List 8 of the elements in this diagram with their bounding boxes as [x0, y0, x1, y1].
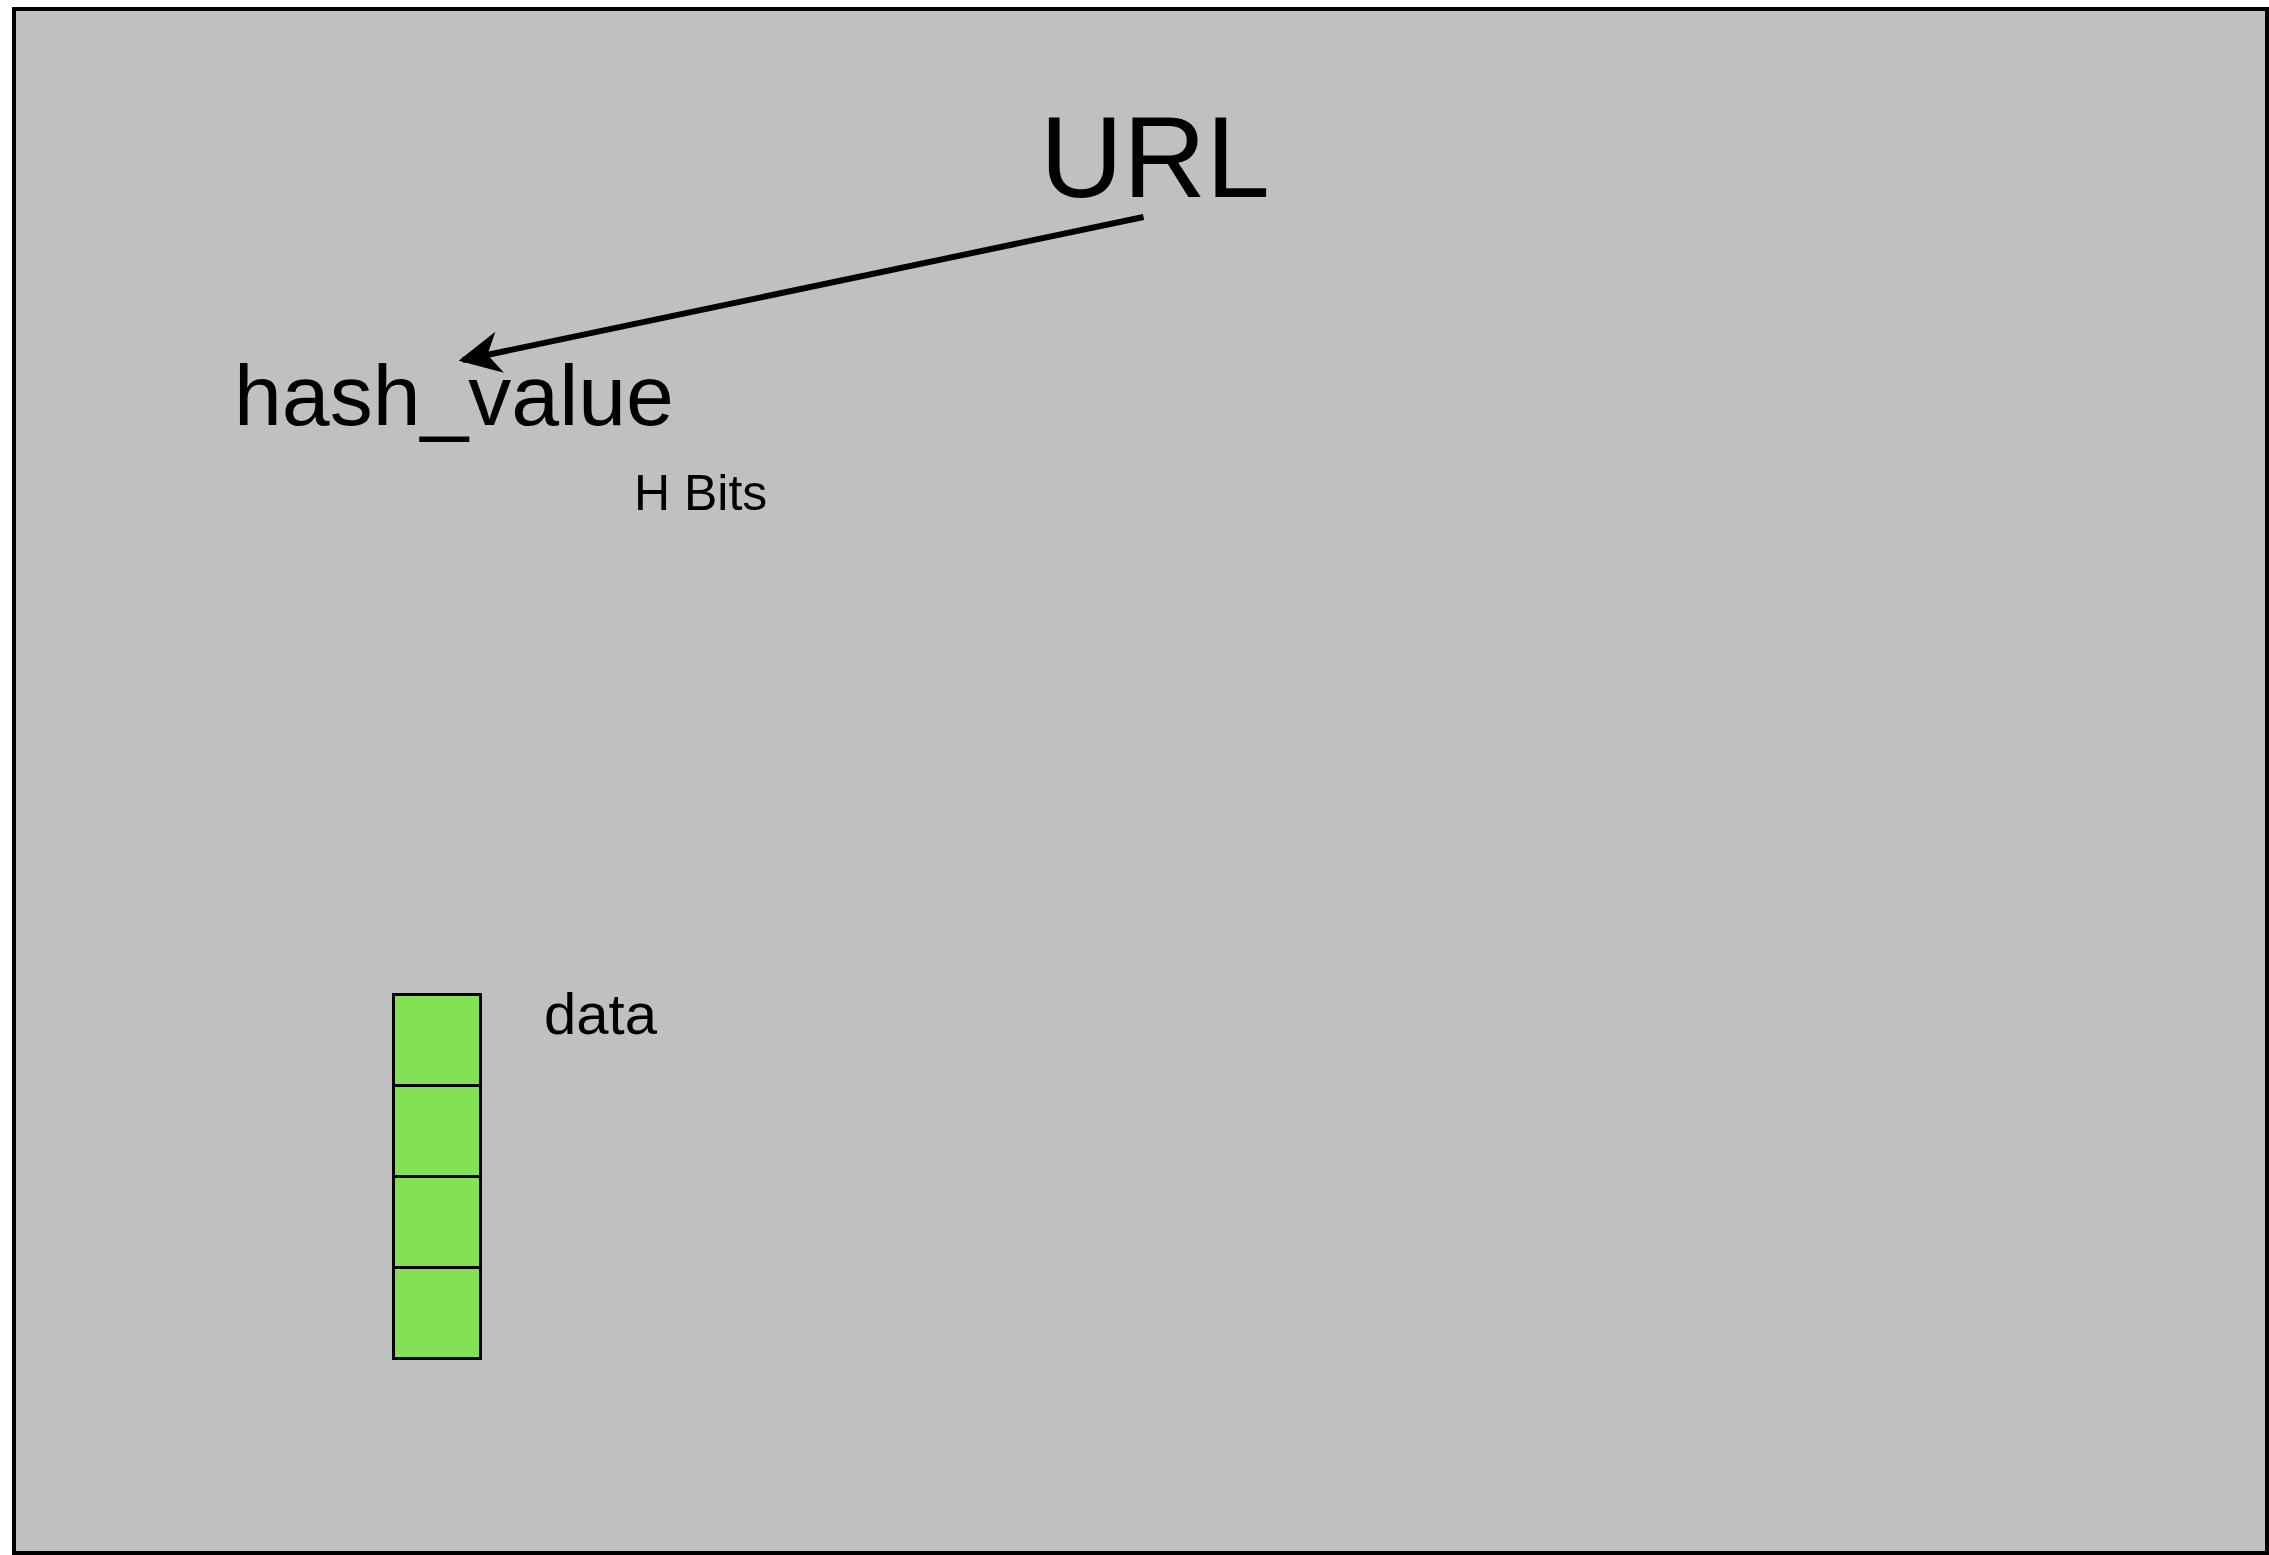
array-cell — [392, 1084, 482, 1178]
array-label: data — [544, 985, 657, 1043]
array-cell — [392, 1266, 482, 1360]
bit-width-label: H Bits — [633, 468, 768, 518]
arrow — [458, 214, 1145, 373]
array-cell — [392, 1175, 482, 1269]
array-cell — [392, 993, 482, 1087]
url-label: URL — [1040, 100, 1271, 215]
